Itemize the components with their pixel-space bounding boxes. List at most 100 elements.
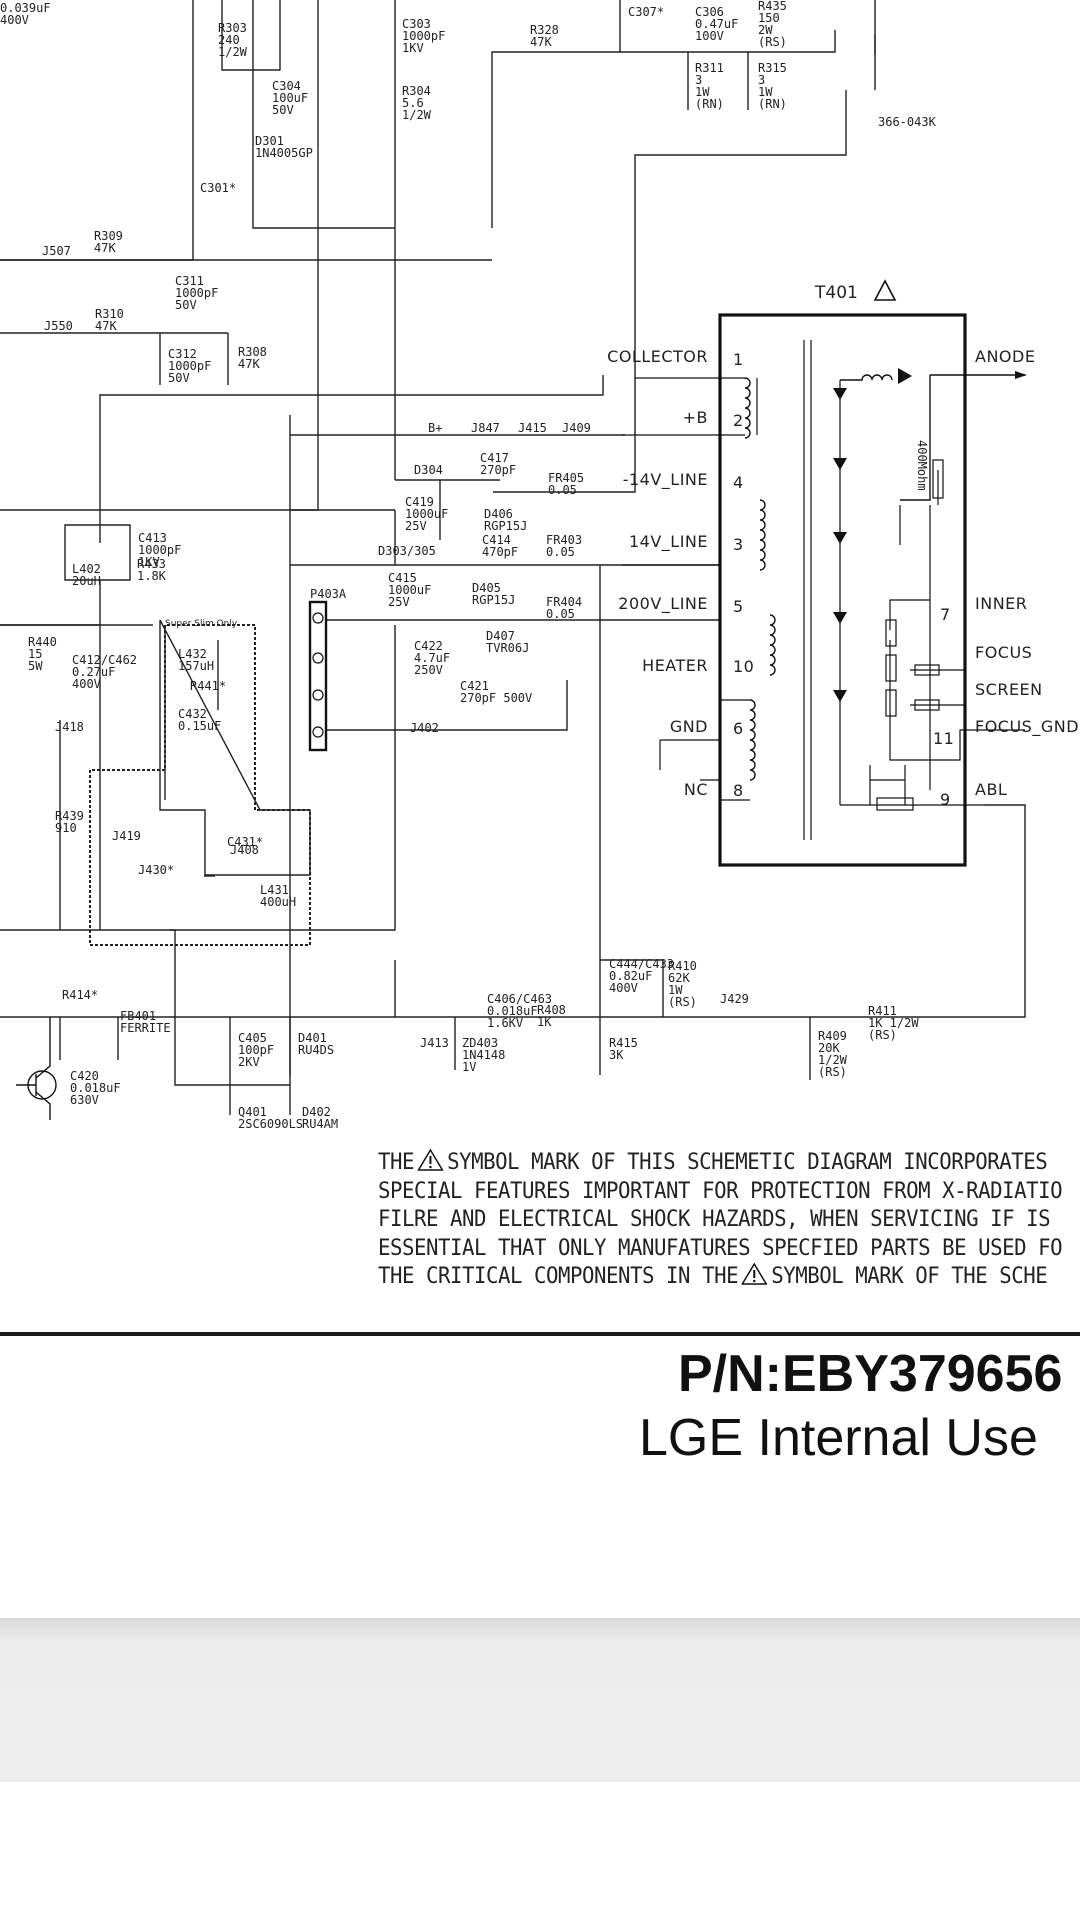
component-j402-ref: J402	[410, 721, 439, 735]
component-c406-c463-ref: C406/C463	[487, 992, 552, 1006]
component-j415-ref: J415	[518, 421, 547, 435]
component-d405-ref: D405	[472, 581, 501, 595]
component-j507-ref: J507	[42, 244, 71, 258]
component-c405-v1: 100pF	[238, 1043, 274, 1057]
net-label-abl: ABL	[975, 780, 1007, 799]
net-label-screen: SCREEN	[975, 680, 1043, 699]
yoke-part-ref: 366-043K	[878, 115, 937, 129]
component-j413-ref: J413	[420, 1036, 449, 1050]
component-c406-c463-v2: 1.6KV	[487, 1016, 523, 1030]
t401-warning-symbol	[873, 279, 897, 301]
component-q401-v1: 2SC6090LS	[238, 1117, 303, 1131]
net-label-14v-line: 14V_LINE	[629, 532, 708, 552]
net-label-heater: HEATER	[642, 656, 708, 675]
component-d406-ref: D406	[484, 507, 513, 521]
component-r315-v3: (RN)	[758, 97, 787, 111]
component-r415-ref: R415	[609, 1036, 638, 1050]
component-j418-ref: J418	[55, 720, 84, 734]
pin-7: 7	[940, 605, 951, 624]
component-c304-ref: C304	[272, 79, 301, 93]
net-label-nc: NC	[684, 780, 708, 799]
component-r304-ref: R304	[402, 84, 431, 98]
component-c431--ref: C431*	[227, 835, 263, 849]
net-label--14v-line: -14V_LINE	[623, 470, 708, 490]
component-r310-ref: R310	[95, 307, 124, 321]
component-l432-ref: L432	[178, 647, 207, 661]
component-r308-ref: R308	[238, 345, 267, 359]
component-zd403-v2: 1V	[462, 1060, 476, 1074]
component-r409-v1: 20K	[818, 1041, 840, 1055]
component-c421-ref: C421	[460, 679, 489, 693]
pin-6: 6	[733, 719, 744, 738]
component-d401-v1: RU4DS	[298, 1043, 334, 1057]
component-r311-v2: 1W	[695, 85, 710, 99]
component-r309-ref: R309	[94, 229, 123, 243]
component-c412-c462-v2: 400V	[72, 677, 101, 691]
component-r411-v1: 1K 1/2W	[868, 1016, 919, 1030]
component-r311-v1: 3	[695, 73, 702, 87]
component-r440-v1: 15	[28, 647, 42, 661]
divider-line	[0, 1332, 1080, 1336]
component-c303-v2: 1KV	[402, 41, 424, 55]
component-d402-ref: D402	[302, 1105, 331, 1119]
component-r315-ref: R315	[758, 61, 787, 75]
component-r315-v1: 3	[758, 73, 765, 87]
component-r414--ref: R414*	[62, 988, 98, 1002]
component-l402-ref: L402	[72, 562, 101, 576]
net-label-200v-line: 200V_LINE	[618, 594, 708, 614]
component-j430--ref: J430*	[138, 863, 174, 877]
component-c301--ref: C301*	[200, 181, 236, 195]
component-r411-ref: R411	[868, 1004, 897, 1018]
component-r328-ref: R328	[530, 23, 559, 37]
connector-pins	[312, 612, 324, 738]
component-r433-ref: R433	[137, 557, 166, 571]
component-p403a-ref: P403A	[310, 587, 347, 601]
pin-11: 11	[933, 729, 954, 748]
component-r435-v3: (RS)	[758, 35, 787, 49]
component-r311-ref: R311	[695, 61, 724, 75]
component-b--ref: B+	[428, 421, 442, 435]
component-j429-ref: J429	[720, 992, 749, 1006]
component-c413-v2: 1KV	[138, 555, 160, 569]
component-c444-c433-v1: 0.82uF	[609, 969, 652, 983]
component-d301-v1: 1N4005GP	[255, 146, 313, 160]
component-r304-v1: 5.6	[402, 96, 424, 110]
component-fr404-v1: 0.05	[546, 607, 575, 621]
component-c405-v2: 2KV	[238, 1055, 260, 1069]
net-label-inner: INNER	[975, 594, 1027, 613]
component-fr403-v1: 0.05	[546, 545, 575, 559]
component-r408-ref: R408	[537, 1003, 566, 1017]
pin-4: 4	[733, 473, 744, 492]
component-c420-v2: 630V	[70, 1093, 99, 1107]
component-q401-ref: Q401	[238, 1105, 267, 1119]
component-c312-ref: C312	[168, 347, 197, 361]
component-r409-ref: R409	[818, 1029, 847, 1043]
component-c415-ref: C415	[388, 571, 417, 585]
pin-10: 10	[733, 657, 754, 676]
component-r435-v1: 150	[758, 11, 780, 25]
pin-9: 9	[940, 790, 951, 809]
component-fb401-v1: FERRITE	[120, 1021, 171, 1035]
component-c412-c462-ref: C412/C462	[72, 653, 137, 667]
component-j847-ref: J847	[471, 421, 500, 435]
component-r435-v2: 2W	[758, 23, 773, 37]
component-c421-v1: 270pF 500V	[460, 691, 532, 705]
wires	[0, 0, 1026, 1115]
warning-triangle-icon	[741, 1263, 768, 1285]
component-r433-v1: 1.8K	[137, 569, 167, 583]
pin-3: 3	[733, 535, 744, 554]
net-label-anode: ANODE	[975, 347, 1035, 366]
component-r309-v1: 47K	[94, 241, 116, 255]
component-labels: R3032401/2WC3031000pF1KVR32847KC307*C306…	[0, 0, 919, 1131]
component-fr405-ref: FR405	[548, 471, 584, 485]
component-c419-v1: 1000uF	[405, 507, 448, 521]
component-c312-v1: 1000pF	[168, 359, 211, 373]
component-c311-ref: C311	[175, 274, 204, 288]
component-l402-v1: 20uH	[72, 574, 101, 588]
component-c303-ref: C303	[402, 17, 431, 31]
pin-2: 2	[733, 411, 744, 430]
component-zd403-v1: 1N4148	[462, 1048, 505, 1062]
